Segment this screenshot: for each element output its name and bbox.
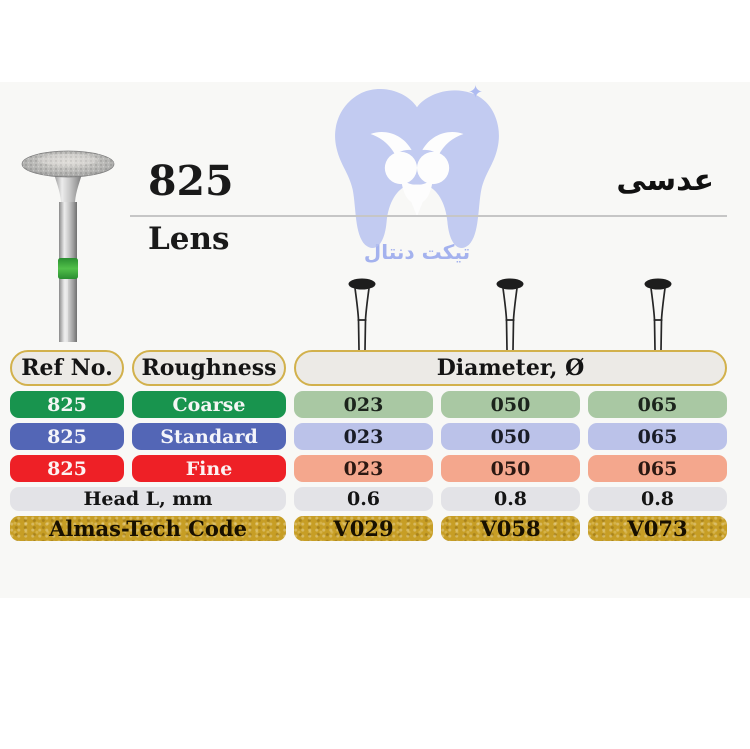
- almas-code-cell: V073: [588, 516, 727, 541]
- bur-photo: [21, 150, 115, 342]
- diameter-cell: 023: [294, 423, 433, 450]
- column-header-diameter: Diameter, Ø: [294, 350, 727, 386]
- diameter-cell: 050: [441, 423, 580, 450]
- almas-code-label: Almas-Tech Code: [10, 516, 286, 541]
- bur-outline-icon: [644, 278, 672, 350]
- column-header-ref-no: Ref No.: [10, 350, 124, 386]
- diameter-cell: 065: [588, 423, 727, 450]
- diameter-cell: 023: [294, 391, 433, 418]
- header-divider: [130, 215, 727, 217]
- head-length-cell: 0.8: [588, 487, 727, 511]
- shape-name-farsi: عدسی: [616, 163, 714, 198]
- almas-code-cell: V058: [441, 516, 580, 541]
- watermark-brand-text: تیکت دنتال: [363, 240, 471, 264]
- diameter-cell: 050: [441, 455, 580, 482]
- tooth-owl-logo-icon: [335, 89, 499, 249]
- sparkle-icon: ✦: [468, 82, 484, 103]
- diameter-cell: 050: [441, 391, 580, 418]
- head-length-cell: 0.8: [441, 487, 580, 511]
- ref-cell-fine: 825: [10, 455, 124, 482]
- almas-code-cell: V029: [294, 516, 433, 541]
- bur-outline-icon: [348, 278, 376, 350]
- shape-name-english: Lens: [148, 221, 230, 257]
- ref-cell-standard: 825: [10, 423, 124, 450]
- ref-cell-coarse: 825: [10, 391, 124, 418]
- roughness-cell-coarse: Coarse: [132, 391, 286, 418]
- roughness-cell-standard: Standard: [132, 423, 286, 450]
- diameter-cell: 065: [588, 455, 727, 482]
- ref-number-heading: 825: [148, 157, 234, 205]
- head-length-label: Head L, mm: [10, 487, 286, 511]
- head-length-cell: 0.6: [294, 487, 433, 511]
- diameter-cell: 065: [588, 391, 727, 418]
- bur-outline-icon: [496, 278, 524, 350]
- tooth-logo-watermark: تیکت دنتال: [326, 84, 508, 264]
- column-header-roughness: Roughness: [132, 350, 286, 386]
- roughness-cell-fine: Fine: [132, 455, 286, 482]
- spec-table: Ref No. Roughness Diameter, Ø 825 Coarse…: [10, 350, 727, 541]
- diameter-cell: 023: [294, 455, 433, 482]
